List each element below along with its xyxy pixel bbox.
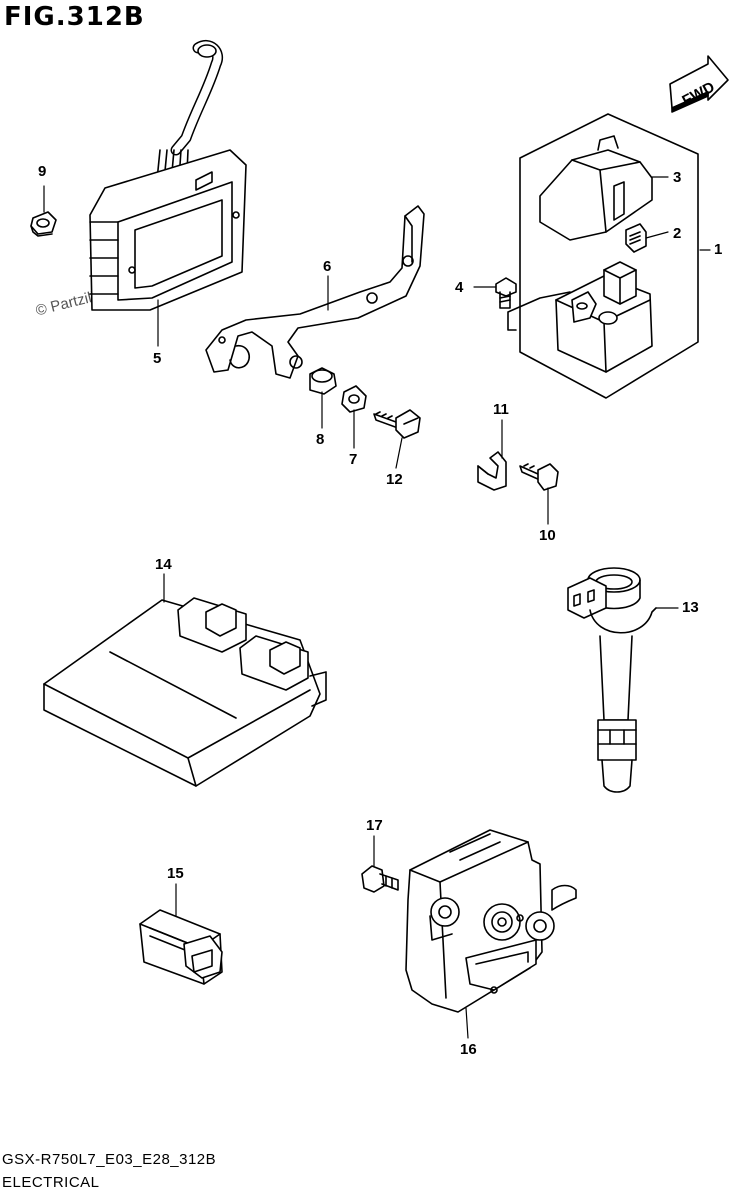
part-14-ecm xyxy=(43,597,327,787)
part-15-connector xyxy=(139,909,223,985)
callout-15: 15 xyxy=(167,865,184,882)
callout-7: 7 xyxy=(349,451,358,468)
leader-lines xyxy=(43,176,711,1039)
callout-14: 14 xyxy=(155,556,172,573)
part-10-bolt xyxy=(519,463,559,491)
callout-13: 13 xyxy=(682,599,699,616)
part-8-cushion xyxy=(309,367,337,395)
callout-9: 9 xyxy=(38,163,47,180)
part-11-clamp xyxy=(477,451,507,491)
figure-title: FIG.312B xyxy=(4,2,145,32)
callout-11: 11 xyxy=(493,401,509,418)
callout-1: 1 xyxy=(714,241,723,258)
model-code: GSX-R750L7_E03_E28_312B xyxy=(2,1151,217,1168)
callout-4: 4 xyxy=(455,279,464,296)
part-6-bracket xyxy=(205,205,425,379)
part-5-regulator xyxy=(89,39,247,311)
part-12-bolt xyxy=(373,409,421,439)
section-name: ELECTRICAL xyxy=(2,1174,100,1191)
part-16-switch-unit xyxy=(405,829,577,1013)
part-17-bolt xyxy=(361,865,399,893)
callout-5: 5 xyxy=(153,350,162,367)
callout-3: 3 xyxy=(673,169,682,186)
callout-17: 17 xyxy=(366,817,383,834)
callout-16: 16 xyxy=(460,1041,477,1058)
callout-8: 8 xyxy=(316,431,325,448)
part-4-screw xyxy=(495,277,517,309)
part-13-ignition-coil xyxy=(567,567,657,793)
callout-12: 12 xyxy=(386,471,403,488)
part-7-collar xyxy=(341,385,367,413)
fwd-arrow-icon: FWD xyxy=(669,55,729,113)
callout-6: 6 xyxy=(323,258,332,275)
part-9-nut xyxy=(30,211,57,237)
callout-10: 10 xyxy=(539,527,556,544)
callout-2: 2 xyxy=(673,225,682,242)
part-1-relay-assembly xyxy=(507,113,699,399)
